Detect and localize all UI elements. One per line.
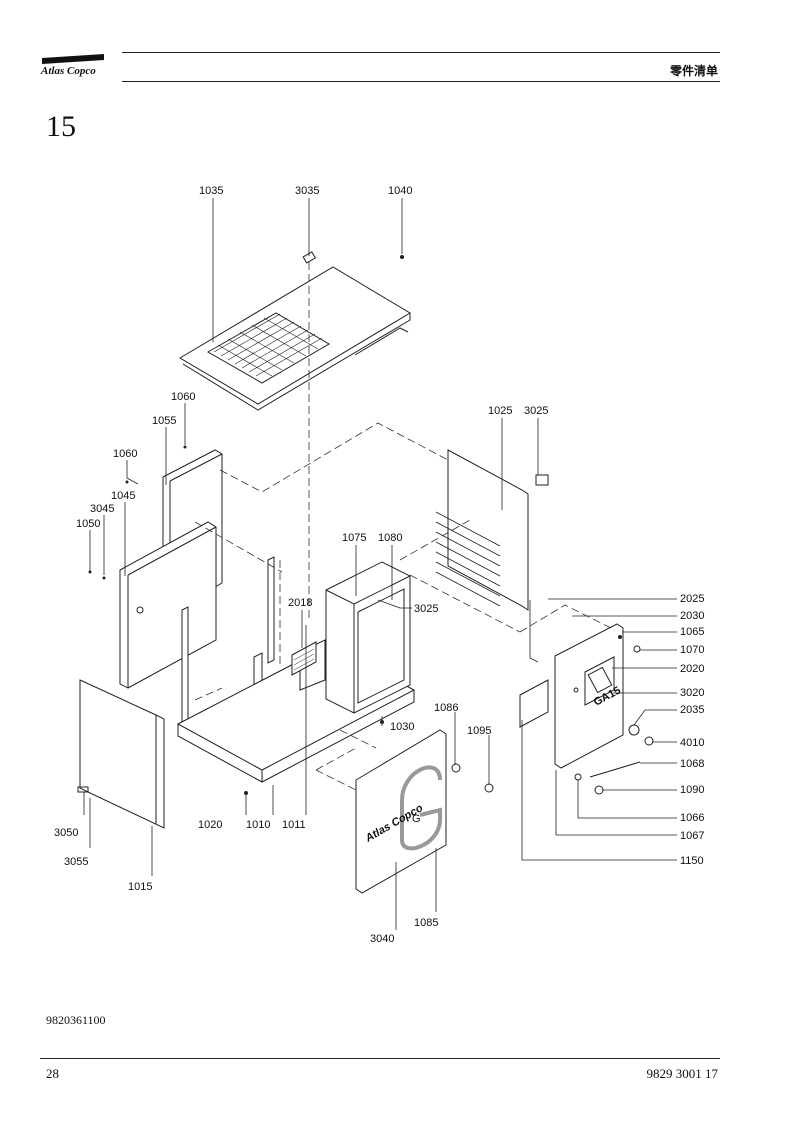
callout-labels: 1035 3035 1040 1060 1055 1025 3025 1060 …: [54, 185, 704, 945]
callout: 1080: [378, 532, 402, 544]
header-rule-top: [122, 52, 720, 53]
callout: 2030: [680, 610, 704, 622]
callout: 3045: [90, 503, 114, 515]
callout: 1011: [282, 819, 306, 831]
callout: 3025: [524, 405, 548, 417]
callout: 3035: [295, 185, 319, 197]
page-title: 零件清单: [669, 64, 718, 78]
callout: 1090: [680, 784, 704, 796]
callout: 1015: [128, 881, 152, 893]
callout: 1150: [680, 855, 704, 867]
callout: 1085: [414, 917, 438, 929]
callout: 1020: [198, 819, 222, 831]
callout: 1060: [113, 448, 137, 460]
side-panel-1045: [119, 521, 217, 689]
callout: 1035: [199, 185, 223, 197]
cabinet-1075: [325, 561, 411, 714]
part-3025: [535, 474, 549, 486]
callout: 4010: [680, 737, 704, 749]
front-panel-1015: [79, 679, 165, 829]
part-3035: [302, 251, 317, 264]
callout: 3050: [54, 827, 78, 839]
control-door-2025: [554, 623, 624, 769]
callout: 2035: [680, 704, 704, 716]
callout: 1040: [388, 185, 412, 197]
atlas-copco-logo: Atlas Copco: [40, 54, 104, 77]
callout: 3040: [370, 933, 394, 945]
callout: 1067: [680, 830, 704, 842]
door-logo-letter: G: [412, 813, 421, 825]
callout: 2025: [680, 593, 704, 605]
callout: 2018: [288, 597, 312, 609]
manual-number: 9829 3001 17: [646, 1066, 719, 1081]
section-number: 15: [46, 110, 76, 143]
roof-panel-1035: [179, 266, 411, 411]
callout: 2020: [680, 663, 704, 675]
callout: 1010: [246, 819, 270, 831]
header-rule-bottom: [122, 81, 720, 82]
callout: 1050: [76, 518, 100, 530]
callout: 1095: [467, 725, 491, 737]
callout: 1065: [680, 626, 704, 638]
footer-rule: [40, 1058, 720, 1059]
callout: 1066: [680, 812, 704, 824]
callout: 1060: [171, 391, 195, 403]
callout: 1045: [111, 490, 135, 502]
callout: 1070: [680, 644, 704, 656]
page-number: 28: [46, 1066, 59, 1081]
callout: 1030: [390, 721, 414, 733]
callout: 1068: [680, 758, 704, 770]
callout: 1025: [488, 405, 512, 417]
callout: 1055: [152, 415, 176, 427]
callout: 3020: [680, 687, 704, 699]
exploded-parts-diagram: 1035 3035 1040 1060 1055 1025 3025 1060 …: [54, 185, 704, 945]
door-panel-1085: [355, 729, 447, 894]
callout: 3025: [414, 603, 438, 615]
logo-wordmark: Atlas Copco: [40, 65, 96, 77]
louvre-panel-1025: [435, 449, 529, 611]
callout: 3055: [64, 856, 88, 868]
document-id: 9820361100: [46, 1013, 106, 1027]
callout: 1086: [434, 702, 458, 714]
callout: 1075: [342, 532, 366, 544]
